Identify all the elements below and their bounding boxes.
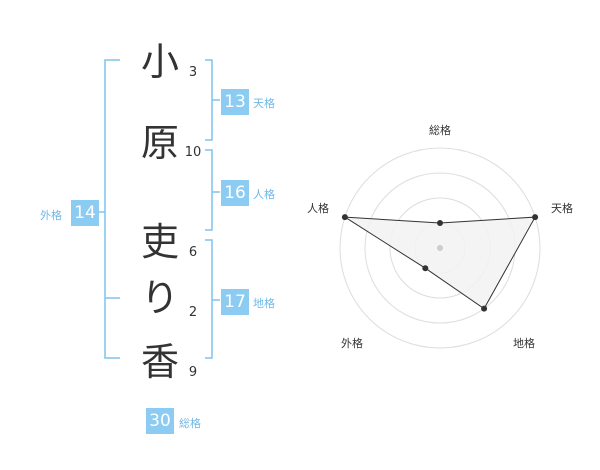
jinkaku-label: 人格	[253, 188, 275, 201]
chikaku-label: 地格	[253, 297, 275, 310]
stroke-count-4: 2	[188, 305, 198, 320]
name-character-5: 香	[140, 340, 179, 384]
stroke-count-3: 6	[188, 245, 198, 260]
stroke-count-5: 9	[188, 365, 198, 380]
radar-point-1	[532, 214, 539, 221]
soukaku-label: 総格	[179, 417, 201, 430]
stroke-count-1: 3	[188, 65, 198, 80]
gaikaku-badge: 14	[71, 200, 99, 226]
radar-axis-label-tenkaku: 天格	[551, 202, 573, 215]
tenkaku-badge: 13	[221, 89, 249, 115]
radar-axis-label-gaikaku: 外格	[341, 337, 363, 350]
gaikaku-label: 外格	[40, 209, 62, 222]
name-character-2: 原	[140, 121, 179, 165]
radar-axis-label-jinkaku: 人格	[307, 202, 329, 215]
radar-point-4	[341, 214, 348, 221]
name-character-3: 吏	[140, 220, 179, 264]
radar-axis-label-soukaku: 総格	[429, 124, 451, 137]
radar-axis-label-chikaku: 地格	[513, 337, 535, 350]
radar-point-0	[437, 220, 443, 226]
radar-point-3	[422, 265, 429, 272]
radar-point-2	[481, 305, 488, 312]
radar-score-polygon	[344, 216, 536, 310]
name-character-1: 小	[140, 40, 179, 84]
tenkaku-label: 天格	[253, 97, 275, 110]
radar-center-dot	[437, 245, 443, 251]
jinkaku-badge: 16	[221, 180, 249, 206]
radar-grid-ring	[339, 147, 541, 349]
soukaku-badge: 30	[146, 408, 174, 434]
chikaku-badge: 17	[221, 289, 249, 315]
stroke-count-2: 10	[184, 145, 202, 160]
name-character-4: り	[140, 276, 179, 320]
